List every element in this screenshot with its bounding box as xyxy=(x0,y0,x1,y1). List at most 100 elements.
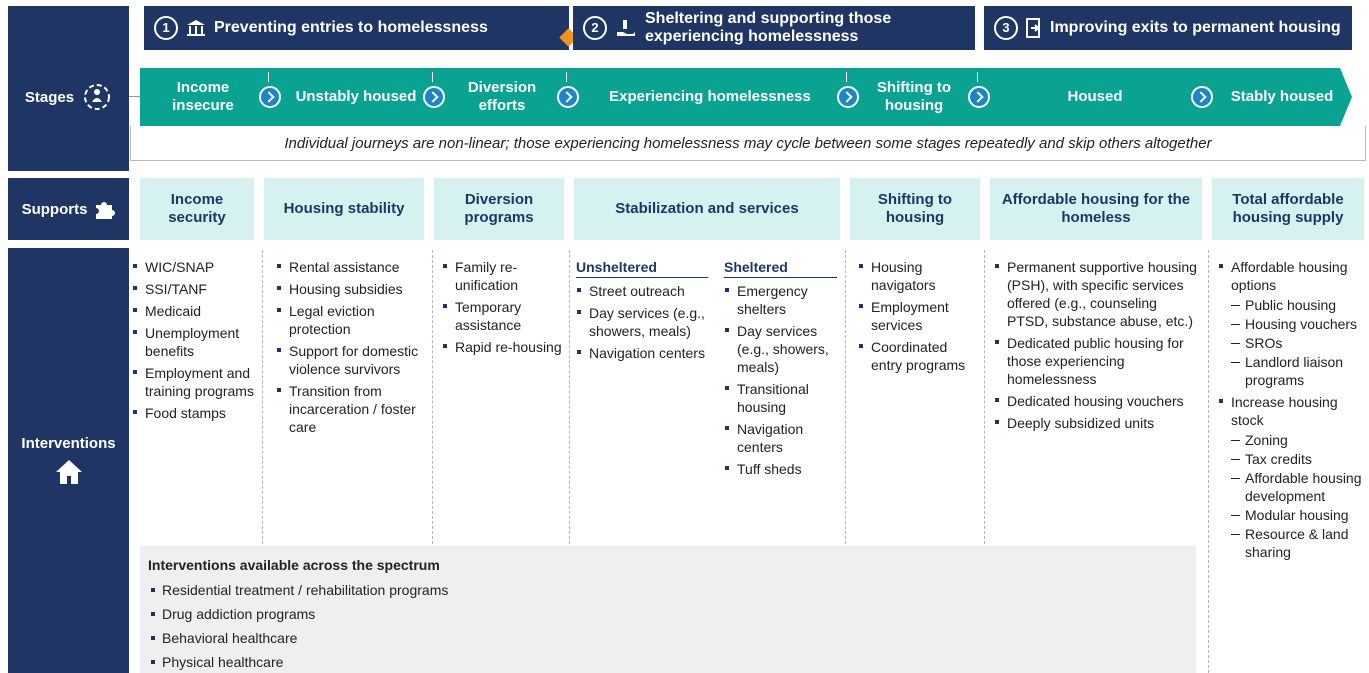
stage-tick xyxy=(566,72,567,82)
phase-1-number: 1 xyxy=(154,16,178,40)
phase-2-number: 2 xyxy=(583,16,607,40)
house-icon xyxy=(54,458,84,486)
sheltered-heading: Sheltered xyxy=(724,258,837,278)
chevron-right-icon xyxy=(557,86,579,108)
list-item: SSI/TANF xyxy=(132,280,260,298)
support-label: Affordable housing for the homeless xyxy=(1001,191,1191,226)
column-divider xyxy=(432,250,433,544)
journey-note: Individual journeys are non-linear; thos… xyxy=(130,126,1366,161)
sub-list-item: Public housing xyxy=(1231,296,1366,314)
column-divider xyxy=(1208,250,1209,673)
list-item: Temporary assistance xyxy=(442,298,564,334)
chevron-right-icon xyxy=(837,86,859,108)
chevron-right-icon xyxy=(1191,86,1213,108)
list-item: Employment services xyxy=(858,298,980,334)
column-divider xyxy=(984,250,985,544)
list-item: Increase housing stock Zoning Tax credit… xyxy=(1218,393,1366,561)
phase-3-number: 3 xyxy=(994,16,1018,40)
list-item: Medicaid xyxy=(132,302,260,320)
list-item: Coordinated entry programs xyxy=(858,338,980,374)
stage-label: Unstably housed xyxy=(295,88,417,105)
support-label: Diversion programs xyxy=(464,191,534,226)
phase-2-banner: 2 Sheltering and supporting those experi… xyxy=(573,6,975,50)
stage-stably-housed: Stably housed xyxy=(1222,68,1342,126)
sub-list-item: Resource & land sharing xyxy=(1231,525,1366,561)
interventions-diversion: Family re-unification Temporary assistan… xyxy=(442,258,564,360)
phase-1-banner: 1 Preventing entries to homelessness xyxy=(144,6,569,50)
support-shifting-to-housing: Shifting to housing xyxy=(850,178,980,240)
support-label: Total affordable housing supply xyxy=(1232,191,1344,226)
stage-entry-arrow xyxy=(129,96,140,97)
support-affordable-housing-homeless: Affordable housing for the homeless xyxy=(990,178,1202,240)
list-item: Navigation centers xyxy=(576,344,708,362)
list-item: Housing subsidies xyxy=(276,280,428,298)
list-item: Food stamps xyxy=(132,404,260,422)
sub-list-item: SROs xyxy=(1231,334,1366,352)
list-item: Family re-unification xyxy=(442,258,564,294)
list-item: Behavioral healthcare xyxy=(148,626,1196,650)
sub-list-item: Tax credits xyxy=(1231,450,1366,468)
list-item: Dedicated public housing for those exper… xyxy=(994,334,1200,388)
interventions-sheltered: Sheltered Emergency shelters Day service… xyxy=(724,258,837,482)
stage-tick xyxy=(432,72,433,82)
puzzle-piece-icon xyxy=(93,198,116,220)
support-diversion-programs: Diversion programs xyxy=(434,178,564,240)
list-item: Legal eviction protection xyxy=(276,302,428,338)
unsheltered-heading: Unsheltered xyxy=(576,258,708,278)
list-item: Affordable housing options Public housin… xyxy=(1218,258,1366,389)
sub-list-item: Housing vouchers xyxy=(1231,315,1366,333)
list-item: Transition from incarceration / foster c… xyxy=(276,382,428,436)
chevron-right-icon xyxy=(423,86,445,108)
list-item: Drug addiction programs xyxy=(148,602,1196,626)
list-item-label: Increase housing stock xyxy=(1231,394,1338,428)
list-item: Rental assistance xyxy=(276,258,428,276)
stage-band xyxy=(140,68,1352,126)
list-item: Employment and training programs xyxy=(132,364,260,400)
stage-shifting-to-housing: Shifting to housing xyxy=(862,68,966,126)
list-item: Dedicated housing vouchers xyxy=(994,392,1200,410)
stage-label: Shifting to housing xyxy=(876,79,952,114)
phase-2-label: Sheltering and supporting those experien… xyxy=(645,10,892,45)
phase-3-label: Improving exits to permanent housing xyxy=(1050,19,1341,36)
list-item: Support for domestic violence survivors xyxy=(276,342,428,378)
supports-label: Supports xyxy=(21,200,88,218)
interventions-row-label: Interventions xyxy=(8,248,129,673)
list-item: Transitional housing xyxy=(724,380,837,416)
stage-tick xyxy=(268,72,269,82)
bank-decline-icon xyxy=(186,19,206,37)
list-item: Emergency shelters xyxy=(724,282,837,318)
stage-housed: Housed xyxy=(1000,68,1190,126)
support-housing-stability: Housing stability xyxy=(264,178,424,240)
support-income-security: Income security xyxy=(140,178,254,240)
stage-diversion-efforts: Diversion efforts xyxy=(450,68,554,126)
interventions-total-supply: Affordable housing options Public housin… xyxy=(1218,258,1366,673)
list-item: WIC/SNAP xyxy=(132,258,260,276)
stages-row-label-bg xyxy=(8,6,129,171)
support-stabilization-services: Stabilization and services xyxy=(574,178,840,240)
stages-row-label: Stages xyxy=(8,68,129,126)
supports-row-label: Supports xyxy=(8,178,129,240)
support-label: Housing stability xyxy=(283,200,405,217)
stage-income-insecure: Income insecure xyxy=(150,68,256,126)
sub-list-item: Affordable housing development xyxy=(1231,469,1366,505)
interventions-housing-stability: Rental assistance Housing subsidies Lega… xyxy=(276,258,428,440)
interventions-income: WIC/SNAP SSI/TANF Medicaid Unemployment … xyxy=(132,258,260,426)
list-item: Navigation centers xyxy=(724,420,837,456)
sub-list-item: Landlord liaison programs xyxy=(1231,353,1366,389)
sub-list-item: Zoning xyxy=(1231,431,1366,449)
stage-label: Income insecure xyxy=(172,79,234,114)
list-item: Residential treatment / rehabilitation p… xyxy=(148,578,1196,602)
list-item: Tuff sheds xyxy=(724,460,837,478)
chevron-right-icon xyxy=(968,86,990,108)
stages-label: Stages xyxy=(24,88,75,106)
support-label: Shifting to housing xyxy=(877,191,953,226)
list-item: Unemployment benefits xyxy=(132,324,260,360)
interventions-label: Interventions xyxy=(21,435,116,452)
interventions-affordable-homeless: Permanent supportive housing (PSH), with… xyxy=(994,258,1200,436)
phase-1-label: Preventing entries to homelessness xyxy=(214,19,488,36)
across-spectrum-panel: Interventions available across the spect… xyxy=(140,546,1196,673)
list-item: Physical healthcare xyxy=(148,650,1196,673)
exit-door-icon xyxy=(1026,18,1042,38)
chevron-right-icon xyxy=(259,86,281,108)
journey-note-text: Individual journeys are non-linear; thos… xyxy=(284,134,1212,152)
